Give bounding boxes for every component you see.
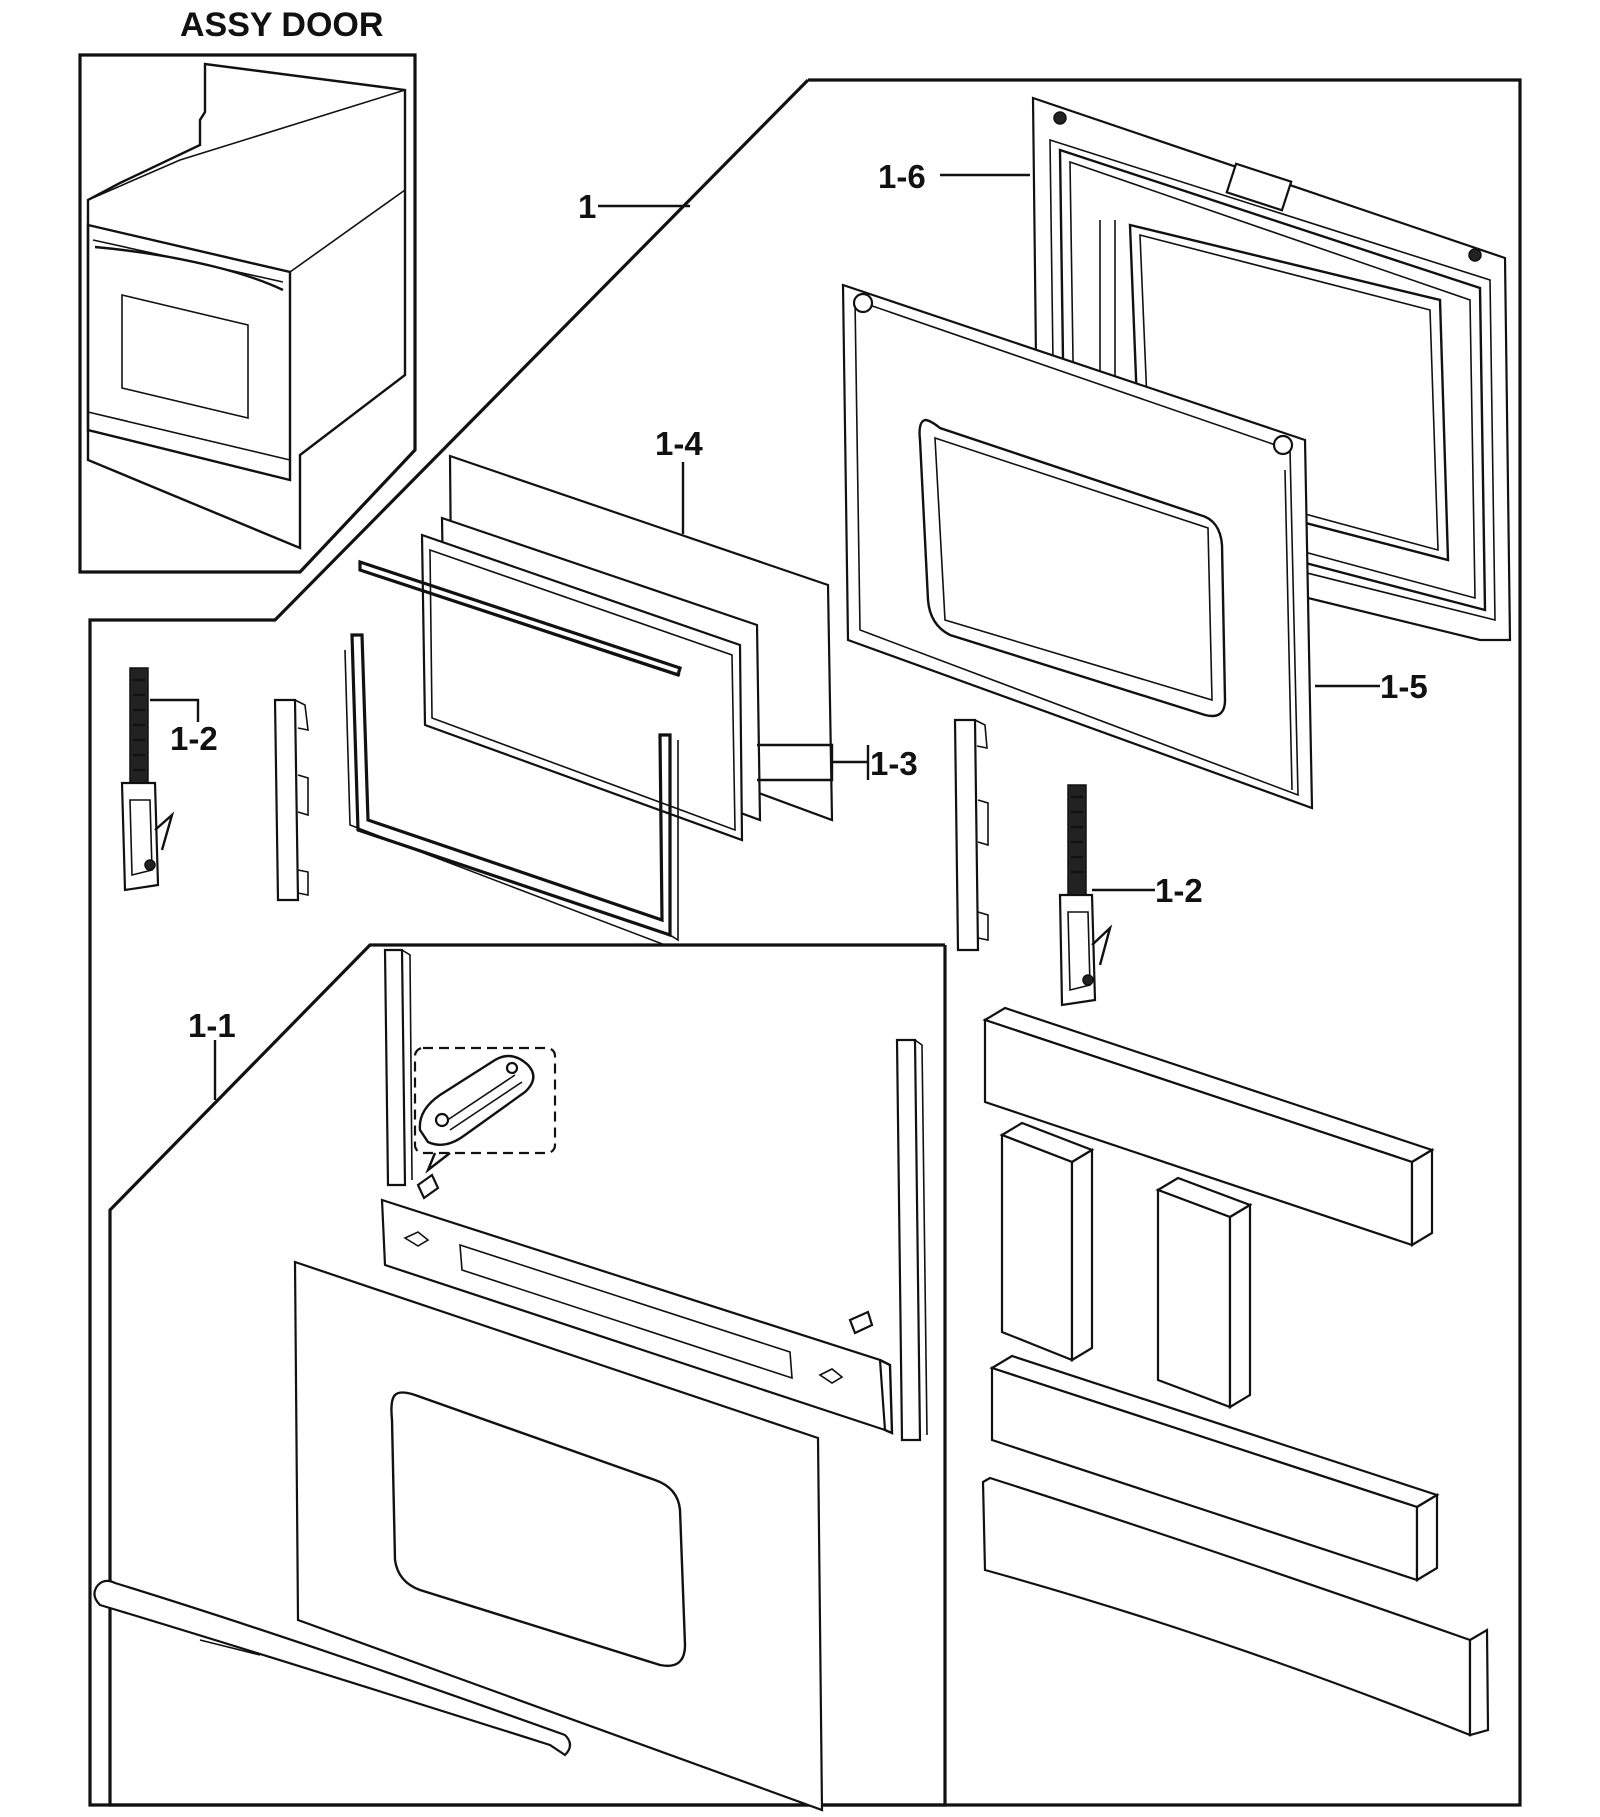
door-side-bracket-right: [895, 1038, 928, 1442]
callout-1-2-left: 1-2: [170, 720, 218, 757]
range-reference-view: [78, 53, 417, 574]
callout-1-1: 1-1: [188, 1007, 236, 1044]
hinge-left-part: [120, 667, 175, 892]
diagram-title: ASSY DOOR: [180, 6, 383, 44]
insulation-bottom-block: [989, 1354, 1440, 1582]
callout-1-5: 1-5: [1380, 668, 1428, 705]
outer-door-panel-part: [293, 1260, 824, 1812]
door-bottom-trim-part: [981, 1476, 1490, 1737]
door-liner-part: [841, 283, 1314, 810]
assembly-outline: [88, 78, 1522, 1807]
hinge-right-part: [1058, 784, 1113, 1007]
insulation-left-block: [999, 1121, 1095, 1362]
door-handle-part: [93, 1579, 572, 1757]
glass-inner-part: [420, 516, 762, 842]
insulation-top-block: [982, 1006, 1435, 1247]
side-channel-left: [273, 698, 309, 902]
door-top-trim-part: [380, 1198, 894, 1435]
detail-inset-bracket: [413, 1046, 557, 1200]
side-channel-right: [953, 718, 989, 952]
callout-1: 1: [578, 188, 596, 225]
door-side-bracket-left: [383, 948, 413, 1187]
insulation-right-block: [1155, 1176, 1253, 1409]
callout-1-4: 1-4: [655, 425, 703, 462]
glass-retainer-frame: [344, 559, 682, 946]
callout-1-2-right: 1-2: [1155, 872, 1203, 909]
callout-1-3: 1-3: [870, 745, 918, 782]
outer-door-subassembly-outline: [108, 943, 947, 1807]
callout-1-6: 1-6: [878, 158, 926, 195]
